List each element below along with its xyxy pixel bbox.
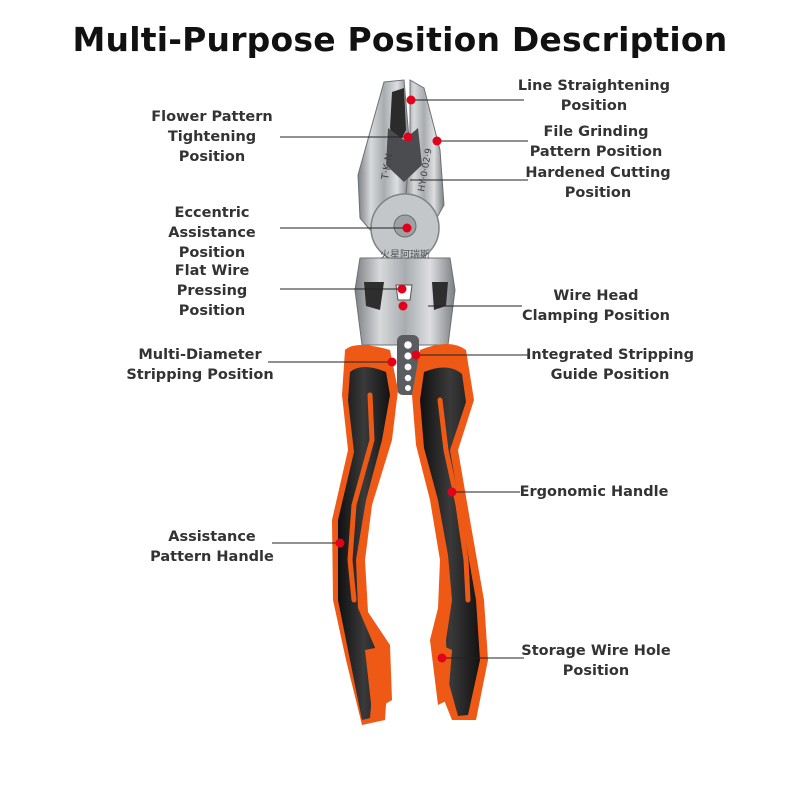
pliers-handles (332, 344, 488, 725)
label-flower-pattern: Flower Pattern Tightening Position (151, 109, 273, 165)
label-storage-wire: Storage Wire Hole Position (521, 643, 671, 679)
left-jaw-engraving: T·K·N (380, 152, 396, 181)
right-handle-stripe (437, 397, 471, 603)
marker-wire-head (398, 301, 408, 311)
marker-line-straightening (406, 95, 416, 105)
label-eccentric: Eccentric Assistance Position (168, 205, 256, 261)
label-multi-diameter: Multi-Diameter Stripping Position (126, 347, 274, 383)
strip-hole-5 (405, 385, 411, 391)
left-storage-clip (365, 645, 392, 712)
joint-engraving: 火星阿瑞斯 (380, 248, 430, 261)
label-line-straightening: Line Straightening Position (517, 78, 671, 114)
position-markers (335, 95, 457, 663)
marker-flat-wire (397, 284, 407, 294)
marker-multi-diameter (387, 357, 397, 367)
label-ergonomic: Ergonomic Handle (519, 484, 669, 500)
label-hardened-cutting: Hardened Cutting Position (525, 165, 671, 201)
label-integrated-stripping: Integrated Stripping Guide Position (526, 347, 694, 383)
marker-integrated-stripping (411, 350, 421, 360)
label-wire-head: Wire Head Clamping Position (522, 288, 670, 324)
strip-hole-1 (404, 341, 412, 349)
right-storage-clip (430, 640, 452, 705)
marker-ergonomic (447, 487, 457, 497)
left-handle-black (338, 367, 390, 720)
marker-storage-wire (437, 653, 447, 663)
page-title: Multi-Purpose Position Description (72, 20, 728, 59)
strip-hole-2 (404, 352, 412, 360)
label-file-grinding: File Grinding Pattern Position (529, 124, 663, 160)
label-assistance-handle: Assistance Pattern Handle (150, 529, 274, 565)
strip-hole-3 (404, 363, 412, 371)
marker-eccentric (402, 223, 412, 233)
strip-hole-4 (404, 374, 412, 382)
marker-flower-pattern (403, 132, 413, 142)
label-flat-wire: Flat Wire Pressing Position (174, 263, 250, 319)
right-slot (432, 282, 448, 310)
marker-assistance-handle (335, 538, 345, 548)
left-handle-stripe (347, 392, 375, 603)
marker-file-grinding (432, 136, 442, 146)
jaw-teeth-dark (386, 128, 422, 182)
right-handle-black (420, 367, 480, 716)
callout-lines (268, 99, 530, 659)
